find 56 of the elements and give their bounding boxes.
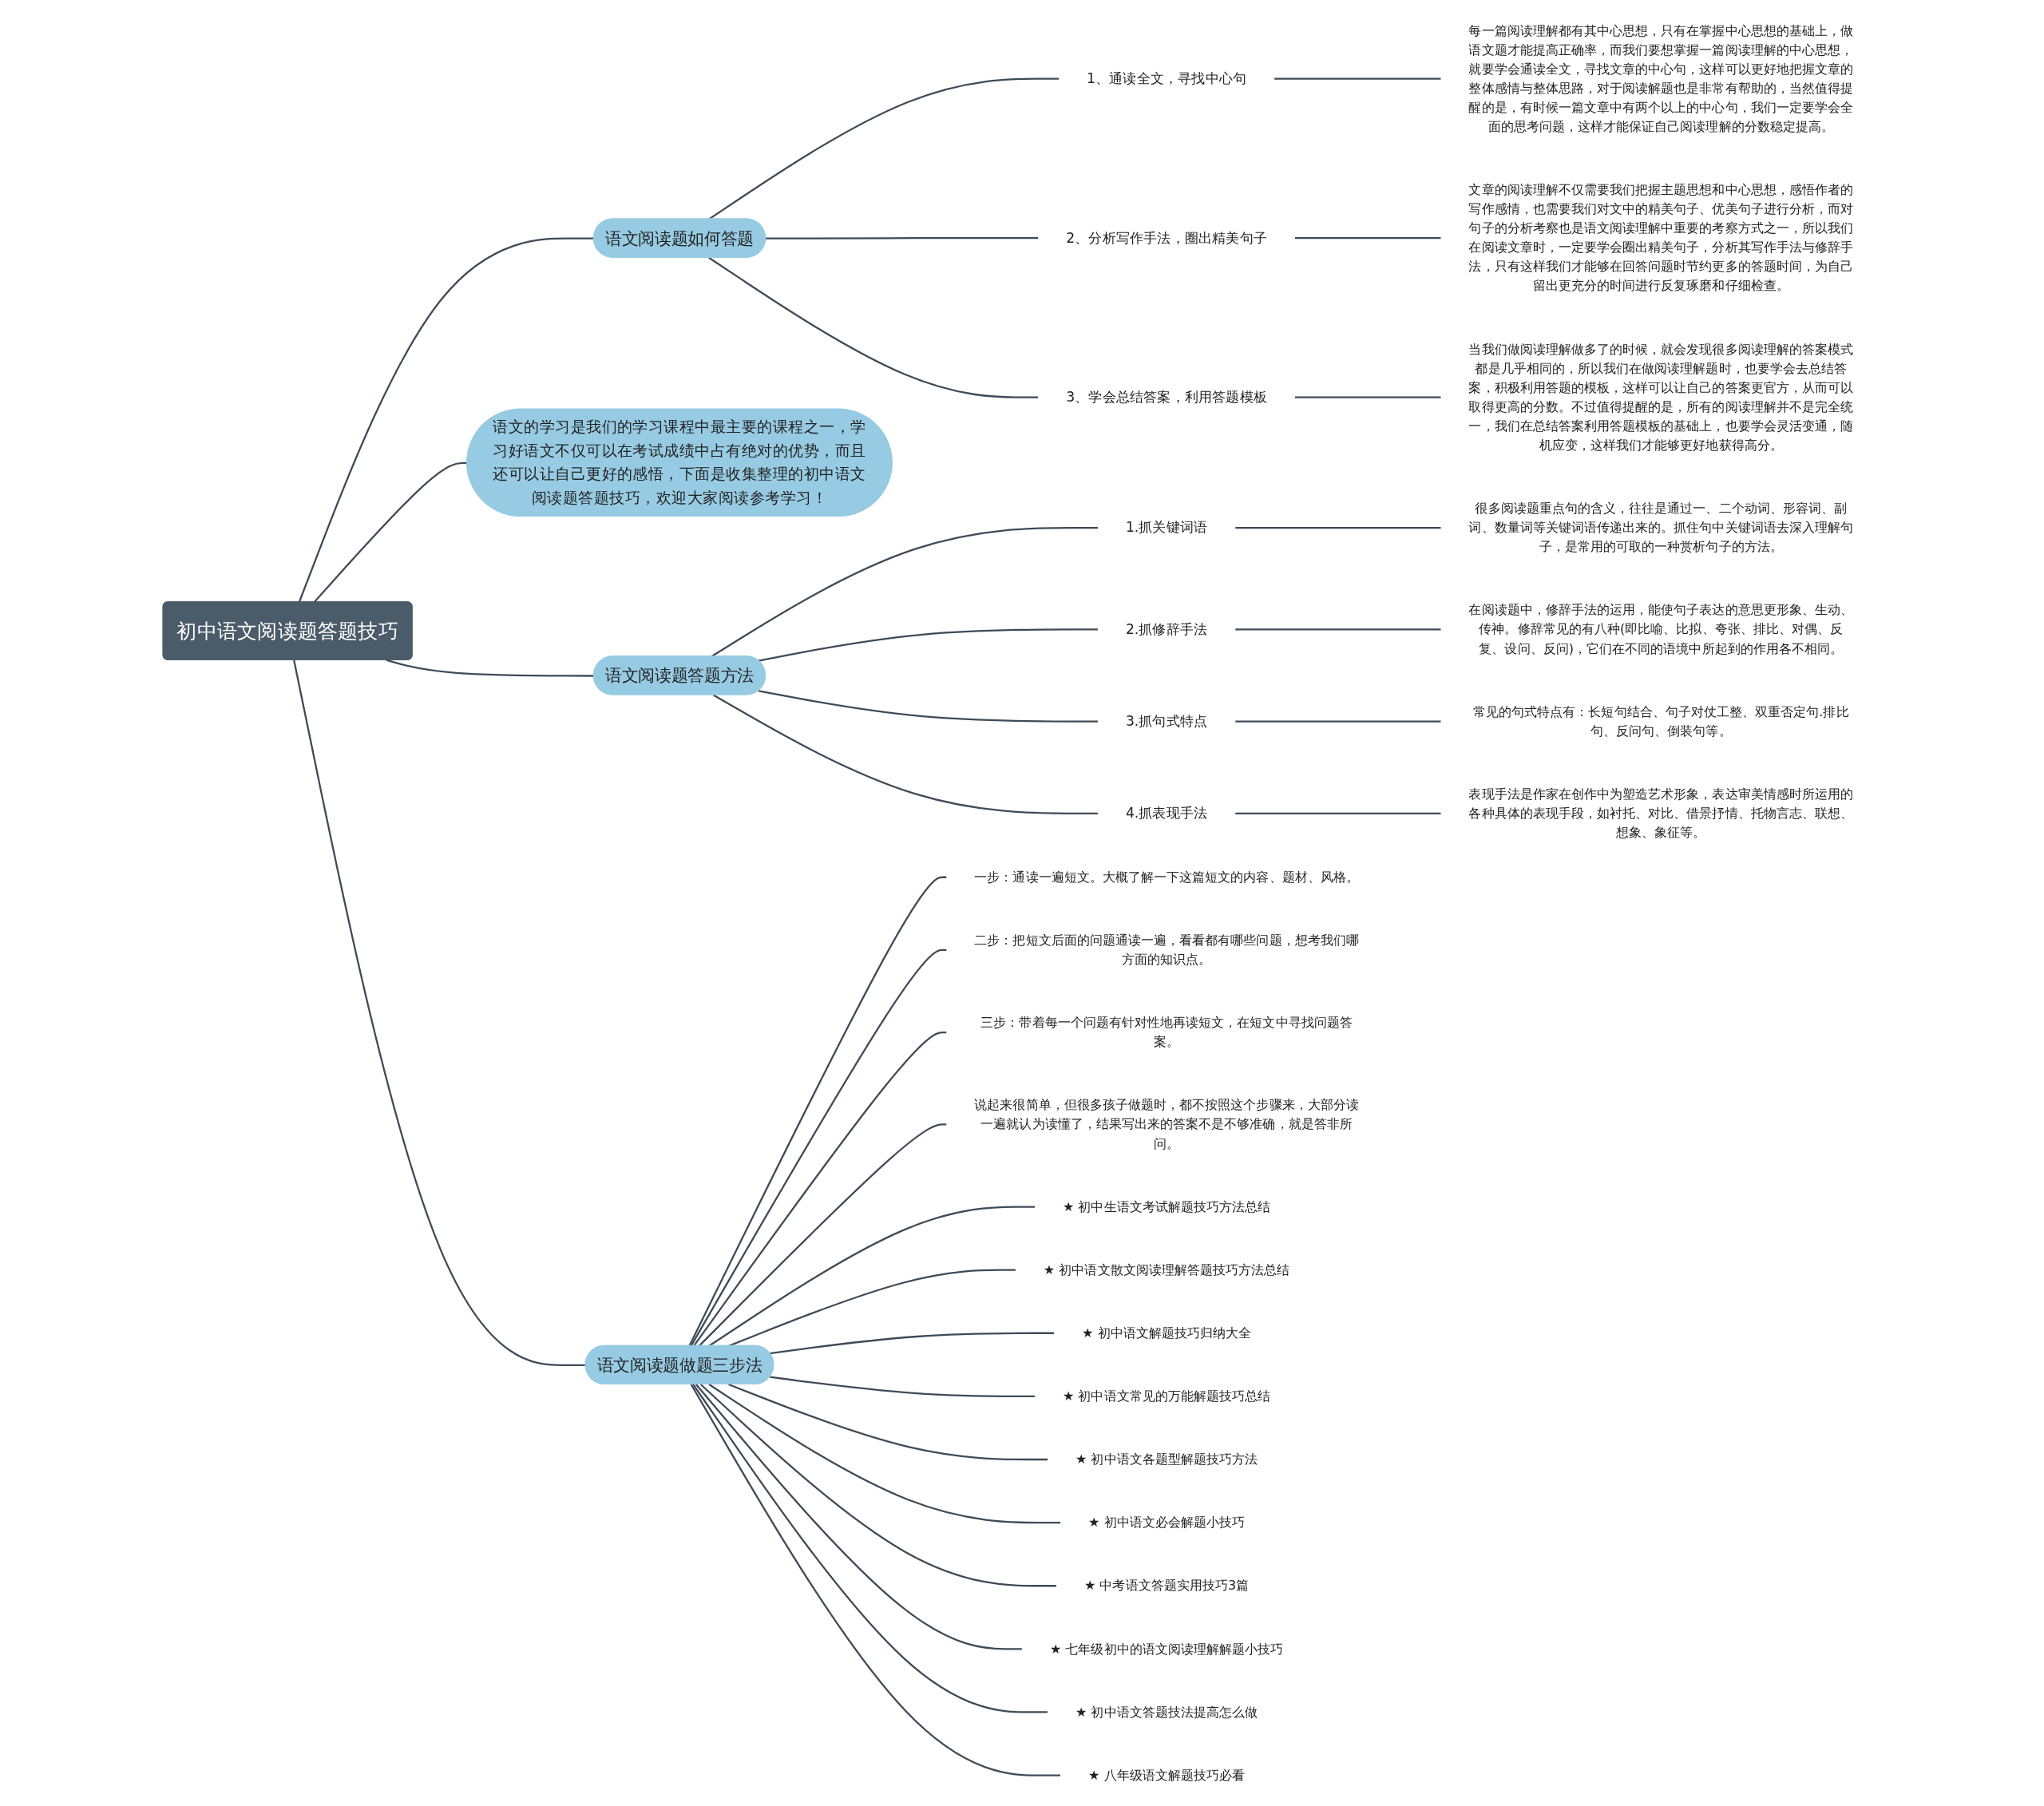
node-text: 二步：把短文后面的问题通读一遍，看看都有哪些问题，想考我们哪方面的知识点。 bbox=[974, 933, 1360, 967]
node-text: 表现手法是作家在创作中为塑造艺术形象，表达审美情感时所运用的各种具体的表现手段，如衬托、对比、借景抒情、托物言志、联想、想象、象征等。 bbox=[1468, 786, 1854, 840]
node-text: 常见的句式特点有：长短句结合、句子对仗工整、双重否定句.排比句、反问句、倒装句等。 bbox=[1473, 703, 1849, 739]
node-text: 三步：带着每一个问题有针对性地再读短文，在短文中寻找问题答案。 bbox=[980, 1015, 1353, 1049]
connector bbox=[1294, 396, 1442, 398]
node-text: 1.抓关键词语 bbox=[1126, 519, 1208, 537]
connector bbox=[1294, 236, 1442, 240]
connector bbox=[708, 1384, 1061, 1524]
node-text: 3.抓句式特点 bbox=[1126, 712, 1208, 730]
node-text: 一步：通读一遍短文。大概了解一下这篇短文的内容、题材、风格。 bbox=[974, 869, 1360, 885]
connector bbox=[1234, 628, 1442, 631]
node-text: ★ 初中语文解题技巧归纳大全 bbox=[1082, 1325, 1252, 1341]
node-text: 3、学会总结答案，利用答题模板 bbox=[1066, 389, 1268, 406]
connector bbox=[695, 1384, 1023, 1650]
connector bbox=[692, 1384, 1048, 1713]
node-text: ★ 初中语文常见的万能解题技巧总结 bbox=[1063, 1388, 1271, 1404]
connector bbox=[770, 1332, 1055, 1355]
connector bbox=[758, 628, 1099, 662]
node-text: 很多阅读题重点句的含义，往往是通过一、二个动词、形容词、副词、数量词等关键词语传递出来的。抓住句中关键词语去深入理解句子，是常用的可取的一种赏析句子的方法。 bbox=[1468, 501, 1854, 554]
node-text: 每一篇阅读理解都有其中心思想，只有在掌握中心思想的基础上，做语文题才能提高正确率，而我们要想掌握一篇阅读理解的中心思想，就要学会通读全文，寻找文章的中心句，这样可以更好地把握文章的整体感情与整体思路，对于阅读解题也是非常有帮助的，当然值得提醒的是，有时候一篇文章中有两个以上的中心句，我们一定要学会全面的思考问题，这样才能保证自己阅读理解的分数稳定提高。 bbox=[1468, 22, 1854, 134]
node-text: ★ 初中语文各题型解题技巧方法 bbox=[1075, 1452, 1258, 1467]
connector bbox=[688, 876, 948, 1347]
connector bbox=[690, 1384, 1061, 1776]
node-text: ★ 中考语文答题实用技巧3篇 bbox=[1084, 1578, 1250, 1593]
connector bbox=[728, 1383, 1048, 1461]
connector bbox=[708, 256, 1039, 398]
connector bbox=[693, 1031, 948, 1347]
connector bbox=[1234, 812, 1442, 814]
connector bbox=[766, 236, 1039, 240]
node-text: ★ 初中语文答题技法提高怎么做 bbox=[1075, 1704, 1258, 1720]
node-text: 说起来很简单，但很多孩子做题时，都不按照这个步骤来，大部分读一遍就认为读懂了，结果写出来的答案不是不够准确，就是答非所问。 bbox=[974, 1097, 1360, 1151]
node-text: ★ 初中语文散文阅读理解答题技巧方法总结 bbox=[1044, 1261, 1290, 1277]
node-text: 2、分析写作手法，圈出精美句子 bbox=[1066, 229, 1268, 247]
node-text: ★ 八年级语文解题技巧必看 bbox=[1088, 1767, 1246, 1783]
connector bbox=[708, 1206, 1036, 1347]
connector bbox=[700, 1384, 1057, 1587]
node-text: 4.抓表现手法 bbox=[1126, 805, 1208, 822]
node-text: 在阅读题中，修辞手法的运用，能使句子表达的意思更形象、生动、传神。修辞常见的有八种(即比喻、比拟、夸张、排比、对偶、反复、设问、反问)，它们在不同的语境中所起到的作用各不相同。 bbox=[1468, 602, 1854, 655]
node-text: 2.抓修辞手法 bbox=[1126, 620, 1208, 638]
node-text: 当我们做阅读理解做多了的时候，就会发现很多阅读理解的答案模式都是几乎相同的，所以我们在做阅读理解题时，也要学会去总结答案，积极利用答题的模板，这样可以让自己的答案更官方，从而可以取得更高的分数。不过值得提醒的是，所有的阅读理解并不是完全统一，我们在总结答案利用答题模板的基础上，也要学会灵活变通，随机应变，这样我们才能够更好地获得高分。 bbox=[1468, 341, 1854, 453]
connector bbox=[690, 949, 948, 1347]
connector bbox=[713, 694, 1099, 814]
connector bbox=[293, 659, 586, 1367]
node-text: ★ 七年级初中的语文阅读理解解题小技巧 bbox=[1050, 1641, 1284, 1656]
node-text: ★ 初中生语文考试解题技巧方法总结 bbox=[1063, 1198, 1271, 1214]
connector bbox=[698, 1123, 948, 1347]
node-text: ★ 初中语文必会解题小技巧 bbox=[1088, 1515, 1246, 1530]
connector bbox=[1234, 526, 1442, 529]
connector bbox=[1234, 720, 1442, 723]
node-text: 文章的阅读理解不仅需要我们把握主题思想和中心思想，感悟作者的写作感情，也需要我们对文中的精美句子、优美句子进行分析，而对句子的分析考察也是语文阅读理解中重要的考察方式之一，所以我们在阅读文章时，一定要学会圈出精美句子，分析其写作手法与修辞手法，只有这样我们才能够在回答问题时节约更多的答题时间，为自己留出更充分的时间进行反复琢磨和仔细检查。 bbox=[1468, 182, 1854, 293]
connector bbox=[770, 1376, 1036, 1398]
connector bbox=[758, 690, 1099, 723]
connector bbox=[728, 1269, 1016, 1347]
node-text: 1、通读全文，寻找中心句 bbox=[1087, 70, 1247, 87]
connector bbox=[708, 77, 1060, 220]
connector bbox=[1274, 77, 1442, 80]
